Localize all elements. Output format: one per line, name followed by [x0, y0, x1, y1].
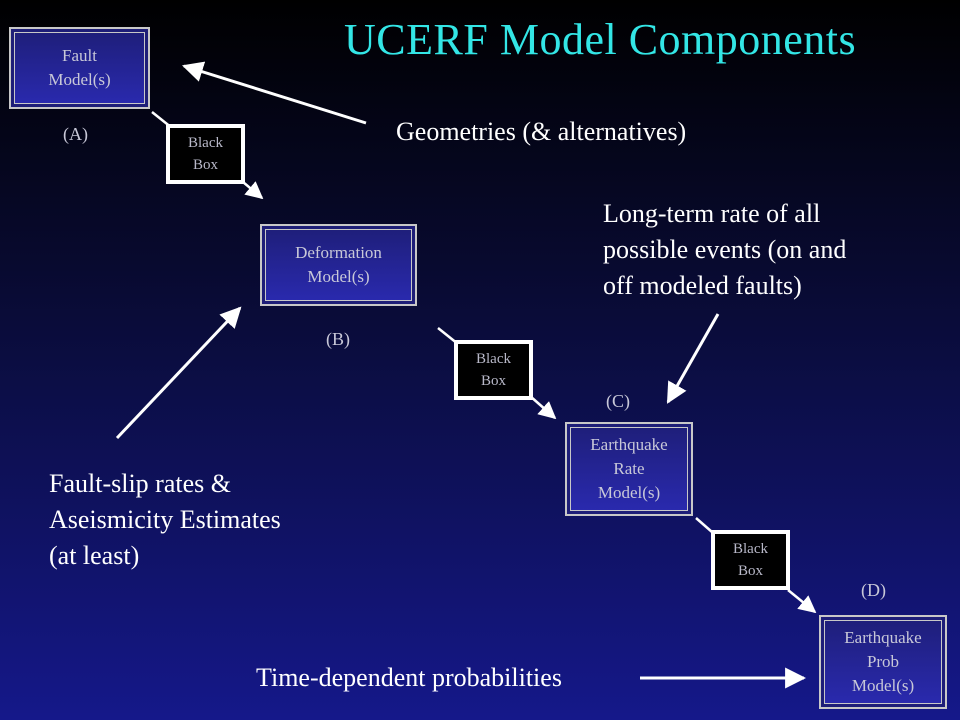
earthquake-rate-model-box: Earthquake Rate Model(s) — [565, 422, 693, 516]
black-box-3-line1: Black — [733, 541, 768, 557]
eq-rate-line1: Earthquake — [590, 435, 668, 454]
black-box-2-line1: Black — [476, 351, 511, 367]
arrow-blackbox-to-d — [787, 589, 817, 614]
deformation-model-box: Deformation Model(s) — [260, 224, 417, 306]
annotation-time-dependent: Time-dependent probabilities — [256, 663, 562, 692]
eq-rate-line3: Model(s) — [597, 483, 661, 502]
tag-b: (B) — [326, 329, 350, 349]
fault-slip-line2: Aseismicity Estimates — [49, 505, 281, 534]
eq-rate-line2: Rate — [613, 459, 645, 478]
eq-prob-line3: Model(s) — [851, 676, 915, 695]
arrow-fault-slip — [115, 306, 242, 440]
deformation-model-line1: Deformation — [295, 243, 382, 262]
annotation-geometries: Geometries (& alternatives) — [396, 117, 687, 146]
arrow-geometries — [181, 61, 367, 125]
fault-slip-line1: Fault-slip rates & — [49, 469, 231, 498]
annotation-fault-slip: Fault-slip rates & Aseismicity Estimates… — [49, 466, 281, 574]
long-term-line3: off modeled faults) — [603, 271, 802, 300]
arrow-blackbox-to-b — [242, 181, 264, 200]
black-box-2-line2: Box — [480, 373, 506, 389]
fault-model-line2: Model(s) — [48, 70, 111, 89]
earthquake-prob-model-box: Earthquake Prob Model(s) — [819, 615, 947, 709]
black-box-1-line2: Box — [192, 157, 218, 173]
long-term-line1: Long-term rate of all — [603, 199, 821, 228]
tag-a: (A) — [63, 124, 88, 144]
black-box-3-line2: Box — [737, 563, 763, 579]
eq-prob-line1: Earthquake — [844, 628, 922, 647]
fault-model-box: Fault Model(s) — [9, 27, 150, 109]
black-box-3: Black Box — [711, 530, 790, 590]
fault-model-line1: Fault — [62, 46, 97, 65]
fault-slip-line3: (at least) — [49, 541, 140, 570]
connector-c-to-blackbox — [695, 517, 713, 533]
arrow-long-term — [666, 313, 720, 404]
tag-c: (C) — [606, 391, 630, 411]
black-box-1: Black Box — [166, 124, 245, 184]
annotation-long-term: Long-term rate of all possible events (o… — [603, 196, 846, 304]
black-box-1-line1: Black — [188, 135, 223, 151]
eq-prob-line2: Prob — [866, 652, 900, 671]
slide-title: UCERF Model Components — [344, 15, 857, 64]
black-box-2: Black Box — [454, 340, 533, 400]
arrow-blackbox-to-c — [529, 395, 557, 420]
long-term-line2: possible events (on and — [603, 235, 847, 264]
deformation-model-line2: Model(s) — [307, 267, 370, 286]
tag-d: (D) — [861, 580, 886, 600]
